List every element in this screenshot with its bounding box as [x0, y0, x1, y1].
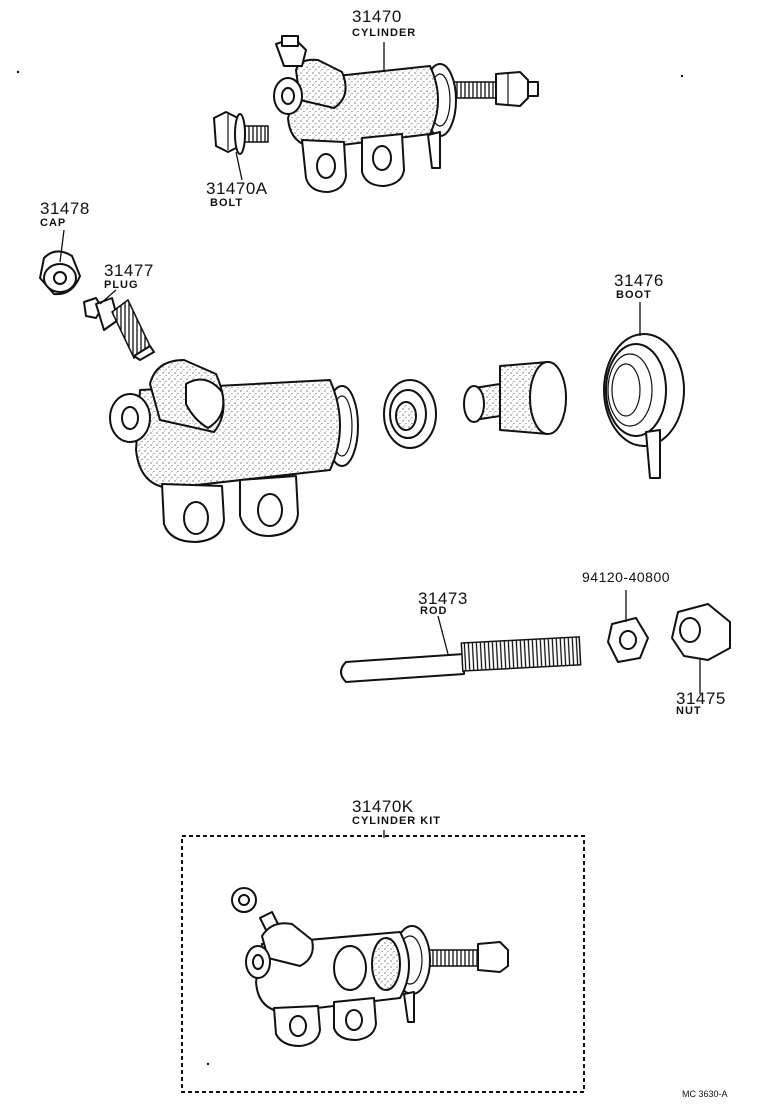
- plug-part-name: PLUG: [104, 279, 139, 291]
- cap-part-name: CAP: [40, 217, 67, 229]
- cylinder-part-number: 31470: [352, 7, 402, 26]
- lock-nut-part: [607, 617, 649, 663]
- locknut-part-number: 94120-40800: [582, 569, 671, 585]
- cup-seal-part: [383, 379, 437, 449]
- cylinder-body-exploded: [109, 359, 359, 543]
- cylinder-assembly-kit: [231, 887, 509, 1047]
- bolt-part-number: 31470A: [206, 179, 268, 198]
- boot-part-number: 31476: [614, 271, 664, 290]
- nut-part-name: NUT: [676, 705, 702, 717]
- kit-part-number: 31470K: [352, 797, 414, 816]
- rod-part-number: 31473: [418, 589, 468, 608]
- cylinder-assembly-top: [273, 35, 539, 193]
- bolt-part: [213, 111, 269, 155]
- cap-part: [39, 250, 81, 296]
- rod-part-name: ROD: [420, 605, 448, 617]
- boot-part-name: BOOT: [616, 289, 652, 301]
- rod-part: [340, 636, 582, 683]
- bolt-part-name: BOLT: [210, 197, 244, 209]
- nut-part-number: 31475: [676, 689, 726, 708]
- cylinder-part-name: CYLINDER: [352, 27, 417, 39]
- kit-part-name: CYLINDER KIT: [352, 815, 441, 827]
- plug-part: [83, 297, 155, 361]
- figure-code: MC 3630-A: [682, 1089, 728, 1099]
- piston-part: [463, 361, 567, 435]
- cap-part-number: 31478: [40, 199, 90, 218]
- nut-part: [671, 603, 731, 661]
- boot-part: [603, 333, 685, 479]
- leader-lines: [59, 42, 701, 838]
- plug-part-number: 31477: [104, 261, 154, 280]
